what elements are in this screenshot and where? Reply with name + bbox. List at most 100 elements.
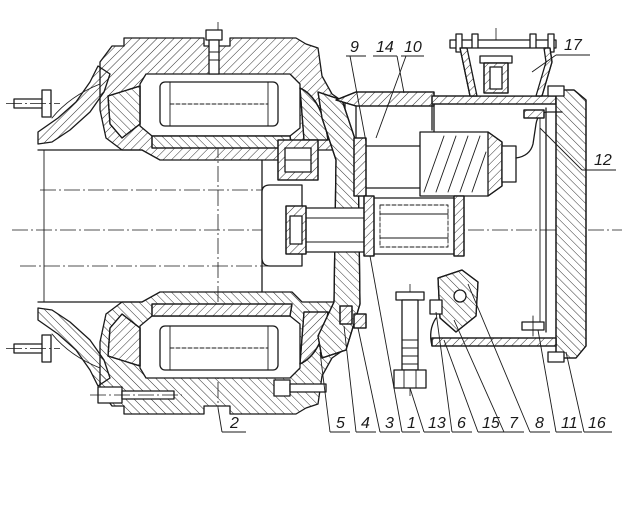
callout-label: 10: [404, 39, 422, 56]
callout-8: 8: [467, 283, 550, 433]
callout-label: 7: [509, 415, 519, 432]
callout-label: 9: [350, 39, 359, 56]
callout-leader: [539, 127, 583, 171]
callout-label: 16: [588, 415, 606, 432]
callout-leader: [349, 55, 367, 143]
spiral-gear-assembly: [353, 131, 517, 197]
callout-leader: [217, 407, 223, 433]
callout-leader: [537, 329, 557, 433]
callout-label: 3: [385, 415, 394, 432]
plug-bore: [489, 66, 503, 90]
callout-4: 4: [343, 325, 376, 433]
callout-leader: [396, 55, 405, 94]
housing-top-bolt: [205, 29, 223, 75]
callout-label: 4: [361, 415, 370, 432]
callout-leader: [409, 387, 425, 433]
flange-bolt: [6, 89, 60, 118]
retaining-rings: [339, 305, 367, 329]
cover-bolt: [455, 33, 463, 53]
callout-6: 6: [435, 311, 472, 433]
corner-bolt-bottom: [547, 351, 565, 363]
pinion-body: [371, 197, 457, 255]
bolt-nut: [393, 369, 427, 389]
bottom-bolt-left: [90, 386, 182, 404]
segment-pin: [429, 299, 443, 315]
housing-left-edge-bottom: [430, 317, 437, 347]
callout-14: 14: [373, 39, 405, 94]
callout-7: 7: [453, 319, 524, 433]
callout-leader: [357, 327, 381, 433]
callout-12: 12: [539, 127, 616, 171]
ring: [339, 305, 353, 325]
corner-bolt-top: [547, 85, 565, 97]
shaft-collar: [353, 137, 367, 197]
callout-leader: [369, 255, 403, 433]
bottom-bolt-right: [273, 379, 327, 397]
pinion-bearing-left: [363, 195, 375, 257]
bolt-shank: [208, 39, 220, 75]
callout-label: 11: [561, 415, 578, 432]
callout-leader: [443, 339, 479, 433]
outer-race-left: [107, 85, 141, 139]
callout-2: 2: [217, 407, 246, 433]
output-shaft: [285, 205, 377, 255]
bolt-head: [395, 291, 425, 301]
callout-13: 13: [409, 387, 450, 433]
gear-tooth: [459, 135, 481, 193]
callout-11: 11: [537, 329, 582, 433]
flange-lip: [51, 83, 101, 119]
left-flange-upper: [6, 65, 111, 145]
cover-flange: [449, 39, 557, 49]
lower-gear-segment: [429, 269, 479, 333]
plug-cap: [479, 55, 513, 64]
sleeve-section: [335, 91, 435, 107]
gear-tooth: [447, 135, 469, 193]
vertical-bolt: [393, 291, 427, 389]
callout-label: 6: [457, 415, 466, 432]
upper-housing: [99, 37, 346, 161]
callout-label: 1: [407, 415, 416, 432]
cover-wall-left: [459, 47, 478, 97]
bolt-head: [273, 379, 291, 397]
tube-fitting: [523, 109, 545, 119]
flange-web: [37, 65, 111, 145]
pinion-bearing-right: [453, 195, 465, 257]
callout-leader: [319, 351, 331, 433]
gear-tooth: [435, 135, 457, 193]
housing-right-wall: [555, 89, 587, 359]
bearing-inner-race: [151, 135, 293, 149]
callout-label: 12: [594, 152, 612, 169]
bolt-shank: [289, 383, 327, 393]
callout-label: 14: [376, 39, 394, 56]
callout-17: 17: [531, 37, 590, 73]
callout-leader: [467, 283, 531, 433]
callout-leader: [565, 351, 585, 433]
callout-5: 5: [319, 351, 350, 433]
callout-10: 10: [375, 39, 424, 139]
callout-leader: [343, 325, 357, 433]
callout-16: 16: [565, 351, 612, 433]
gear-shaft: [359, 145, 425, 189]
callout-leader: [531, 54, 557, 73]
gear-hub: [487, 131, 503, 197]
housing-bottom-wall: [431, 337, 557, 347]
shaft-nut: [285, 205, 307, 255]
nut-bore: [289, 215, 303, 245]
gear-end-cap: [501, 145, 517, 183]
gear-tooth: [471, 151, 487, 193]
callout-leader: [453, 319, 505, 433]
callout-leader: [375, 55, 407, 139]
ring: [353, 313, 367, 329]
bolt-shank: [401, 299, 419, 371]
callout-label: 15: [482, 415, 500, 432]
callout-label: 13: [428, 415, 446, 432]
bolt-head: [205, 29, 223, 41]
housing-top-wall: [431, 95, 557, 105]
callout-1: 1: [369, 255, 420, 433]
oil-tube-assembly: [515, 109, 563, 159]
callout-leader: [435, 311, 453, 433]
callout-label: 8: [535, 415, 544, 432]
callout-label: 5: [336, 415, 345, 432]
sleeve: [335, 91, 435, 139]
